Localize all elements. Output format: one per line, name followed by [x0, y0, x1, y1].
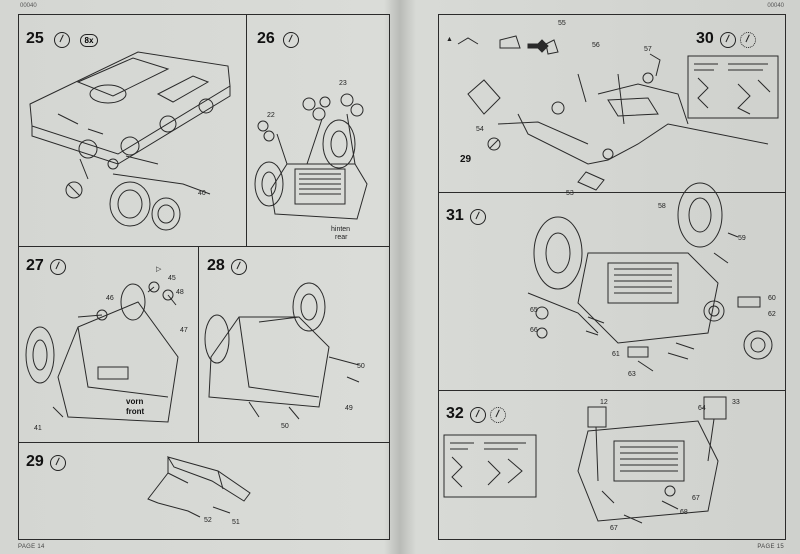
step-number: 31: [446, 207, 464, 224]
paint-icon: [740, 32, 756, 48]
part-number: 51: [232, 519, 240, 526]
part-number: 33: [732, 399, 740, 406]
part-number: 56: [592, 42, 600, 49]
part-number: 50: [357, 363, 365, 370]
step-number: 30: [696, 30, 714, 47]
part-number: 68: [680, 509, 688, 516]
part-number: 23: [339, 80, 347, 87]
step-26-drawing: [247, 14, 391, 246]
glue-icon: [54, 32, 70, 48]
step-25-panel: 25 8x: [18, 14, 246, 246]
part-number: 45: [168, 275, 176, 282]
paint-icon: [490, 407, 506, 423]
step-28-drawing: [199, 247, 391, 443]
step-28-panel: 28 50 49 50: [198, 246, 390, 442]
glue-icon: [470, 209, 486, 225]
part-number: 66: [530, 327, 538, 334]
step-29-panel: 29 52 51: [18, 442, 390, 540]
page-code: 00040: [20, 3, 37, 9]
step-26-panel: 26 22 23 hinten: [246, 14, 390, 246]
part-number: 64: [698, 405, 706, 412]
glue-icon: [50, 259, 66, 275]
glue-icon: [50, 455, 66, 471]
part-number: 41: [34, 425, 42, 432]
step-27-panel: 27 ▷ 46 45 48 47 41: [18, 246, 198, 442]
step-number: 26: [257, 30, 275, 47]
part-number: 29: [460, 154, 472, 165]
step-29-drawing: [18, 443, 390, 541]
decal-icon: ▷: [156, 266, 162, 273]
step-number: 32: [446, 405, 464, 422]
part-number: 49: [345, 405, 353, 412]
part-number: 47: [180, 327, 188, 334]
caption-rear-de: hinten: [331, 226, 351, 233]
step-31-panel: 31: [438, 192, 786, 390]
part-number: 40: [198, 190, 206, 197]
part-number: 67: [610, 525, 618, 532]
step-31-drawing: [438, 193, 786, 391]
part-number: 59: [738, 235, 746, 242]
step-number: 27: [26, 257, 44, 274]
glue-icon: [720, 32, 736, 48]
right-page: 00040 30: [402, 0, 800, 554]
step-32-panel: 32 12 64: [438, 390, 786, 540]
left-frame: [18, 14, 390, 540]
glue-icon: [231, 259, 247, 275]
step-32-drawing: [438, 391, 786, 541]
step-27-drawing: [18, 247, 198, 443]
step-number: 25: [26, 30, 44, 47]
page-footer: PAGE 14: [18, 544, 45, 550]
step-25-drawing: [18, 14, 246, 246]
part-number: 60: [768, 295, 776, 302]
quantity-badge: 8x: [80, 34, 98, 47]
part-number: 12: [600, 399, 608, 406]
part-number: 48: [176, 289, 184, 296]
part-number: 57: [644, 46, 652, 53]
part-number: 53: [566, 190, 574, 197]
part-number: 61: [612, 351, 620, 358]
page-code: 00040: [767, 3, 784, 9]
part-number: 54: [476, 126, 484, 133]
right-frame: [438, 14, 786, 540]
part-number: 58: [658, 203, 666, 210]
step-number: 29: [26, 453, 44, 470]
glue-icon: [283, 32, 299, 48]
step-30-drawing: [438, 14, 786, 192]
part-number: 65: [530, 307, 538, 314]
part-number: 46: [106, 295, 114, 302]
decal-icon: ▲: [446, 36, 453, 43]
part-number: 62: [768, 311, 776, 318]
part-number: 52: [204, 517, 212, 524]
caption-front-de: vorn: [126, 397, 144, 406]
caption-rear-en: rear: [335, 234, 348, 241]
caption-front-en: front: [126, 407, 145, 416]
part-number: 63: [628, 371, 636, 378]
part-number: 67: [692, 495, 700, 502]
part-number: 50: [281, 423, 289, 430]
step-number: 28: [207, 257, 225, 274]
step-30-panel: 30: [438, 14, 786, 197]
left-page: 00040 25 8x: [0, 0, 398, 554]
part-number: 22: [267, 112, 275, 119]
part-number: 55: [558, 20, 566, 27]
glue-icon: [470, 407, 486, 423]
page-footer: PAGE 15: [757, 544, 784, 550]
